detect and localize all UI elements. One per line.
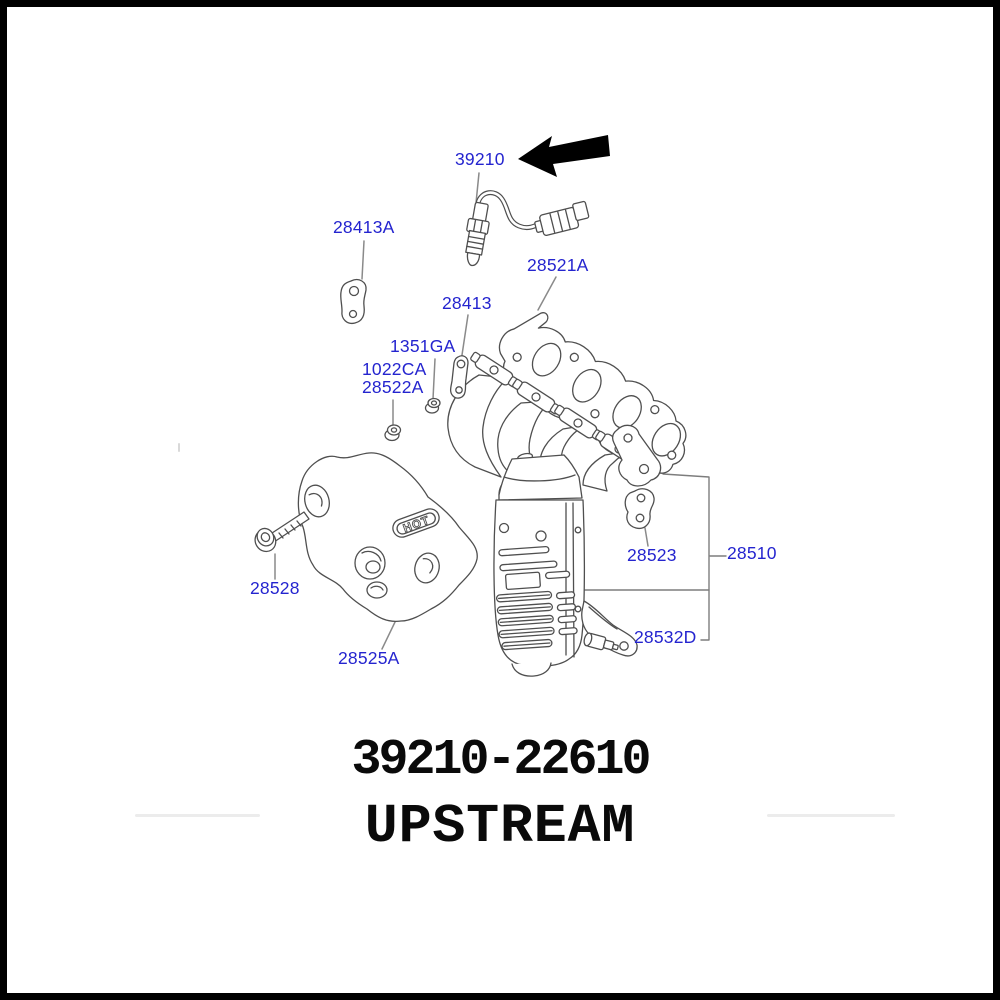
bolt-28528-drawing xyxy=(254,511,310,553)
scan-artifact-tick xyxy=(178,443,180,452)
part-label-28523: 28523 xyxy=(627,545,677,565)
bracket-28413-drawing xyxy=(449,355,469,399)
part-label-1351ga: 1351GA xyxy=(390,336,456,356)
exploded-parts-diagram: HOT xyxy=(254,135,727,677)
scan-artifact-line-left xyxy=(135,814,260,817)
part-label-28521a: 28521A xyxy=(527,255,589,275)
sensor-connector-drawing xyxy=(534,200,590,237)
converter-louvers xyxy=(495,522,578,651)
part-label-28522a: 28522A xyxy=(362,377,424,397)
oxygen-sensor-drawing xyxy=(465,190,590,267)
heat-shield-drawing: HOT xyxy=(297,452,478,623)
scan-artifact-line-right xyxy=(767,814,895,817)
part-label-28413: 28413 xyxy=(442,293,492,313)
bracket-28413a-drawing xyxy=(340,278,367,325)
catalytic-converter-drawing xyxy=(493,454,638,677)
bracket-28523-drawing xyxy=(624,488,655,530)
caption-part-code: 39210-22610 xyxy=(351,732,651,789)
nut-28522a-drawing xyxy=(384,424,402,442)
leader-lines xyxy=(274,172,649,650)
part-label-1022ca: 1022CA xyxy=(362,359,427,379)
nut-1351ga-drawing xyxy=(424,397,441,414)
part-label-28532d: 28532D xyxy=(634,627,697,647)
part-label-28525a: 28525A xyxy=(338,648,400,668)
pointer-arrow-icon xyxy=(518,135,610,177)
sensor-boss-28532d-drawing xyxy=(583,632,619,651)
part-label-28413a: 28413A xyxy=(333,217,395,237)
caption-position: UPSTREAM xyxy=(364,795,636,858)
part-label-39210: 39210 xyxy=(455,149,505,169)
hot-badge: HOT xyxy=(392,508,440,538)
part-label-28528: 28528 xyxy=(250,578,300,598)
part-label-28510: 28510 xyxy=(727,543,777,563)
